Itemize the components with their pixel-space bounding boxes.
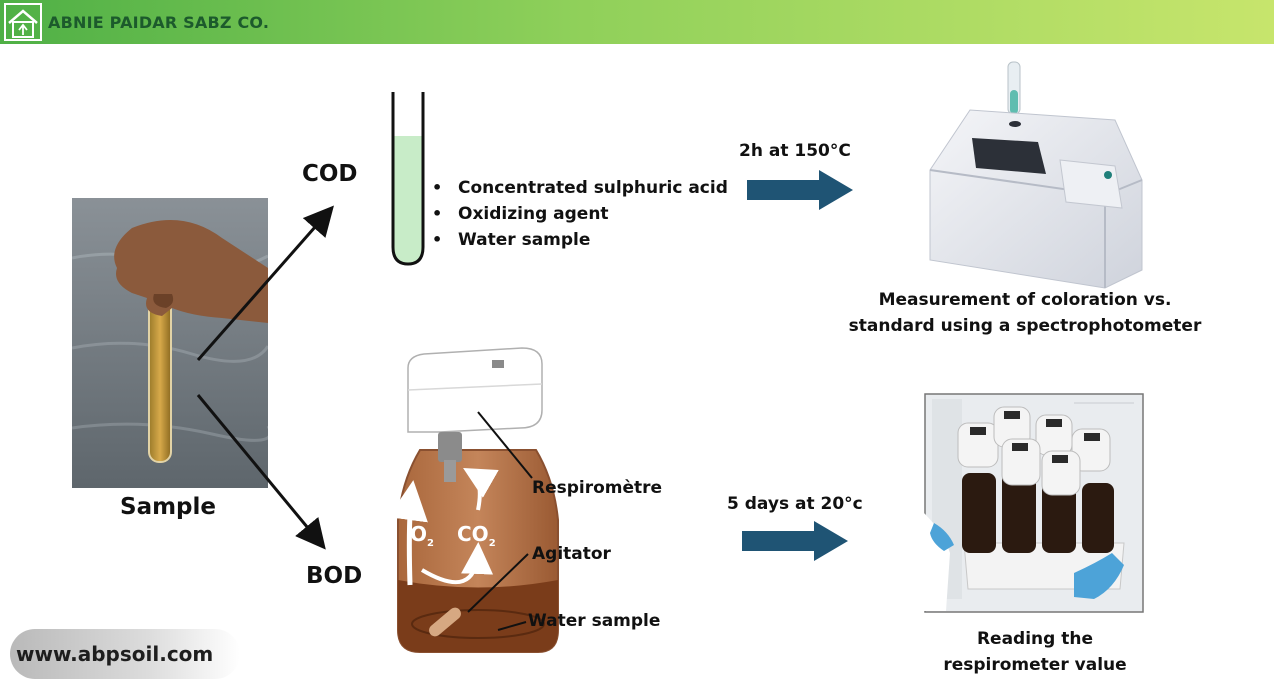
company-name: ABNIE PAIDAR SABZ CO. bbox=[48, 13, 270, 32]
spectrophotometer-image bbox=[929, 61, 1143, 289]
bod-condition: 5 days at 20°c bbox=[727, 494, 863, 514]
o2-label: O2 bbox=[410, 522, 434, 549]
list-item: Concentrated sulphuric acid bbox=[432, 175, 728, 201]
co2-text: CO bbox=[457, 522, 489, 546]
agitator-label: Agitator bbox=[532, 544, 611, 564]
list-item: Oxidizing agent bbox=[432, 201, 728, 227]
o2-text: O bbox=[410, 522, 428, 546]
bod-label: BOD bbox=[306, 563, 363, 589]
bod-result-line2: respirometer value bbox=[943, 655, 1127, 675]
arrow-to-cod bbox=[196, 205, 334, 361]
cod-label: COD bbox=[302, 161, 358, 187]
o2-subscript: 2 bbox=[427, 538, 434, 549]
cod-reagent-list: Concentrated sulphuric acid Oxidizing ag… bbox=[432, 175, 728, 253]
list-item: Water sample bbox=[432, 227, 728, 253]
bod-result-line1: Reading the bbox=[976, 629, 1094, 649]
cod-result-line2: standard using a spectrophotometer bbox=[848, 316, 1202, 336]
bod-bottle-diagram bbox=[388, 347, 559, 653]
bod-process-arrow-icon bbox=[742, 521, 848, 561]
arrow-to-bod bbox=[196, 394, 326, 550]
respirometer-bottles-image bbox=[924, 393, 1144, 613]
co2-subscript: 2 bbox=[488, 538, 496, 549]
water-sample-label: Water sample bbox=[528, 611, 661, 631]
cod-process-arrow-icon bbox=[747, 170, 853, 210]
header-bar: ABNIE PAIDAR SABZ CO. bbox=[0, 0, 1274, 44]
co2-label: CO2 bbox=[457, 522, 496, 549]
respirometer-label: Respiromètre bbox=[532, 478, 663, 498]
cod-result-line1: Measurement of coloration vs. bbox=[878, 290, 1172, 310]
sample-label: Sample bbox=[120, 494, 216, 520]
cod-test-tube-icon bbox=[391, 92, 425, 266]
house-tree-logo-icon bbox=[4, 3, 42, 41]
website-url[interactable]: www.abpsoil.com bbox=[16, 642, 214, 666]
cod-condition: 2h at 150°C bbox=[739, 141, 851, 161]
website-pill bbox=[10, 629, 240, 679]
